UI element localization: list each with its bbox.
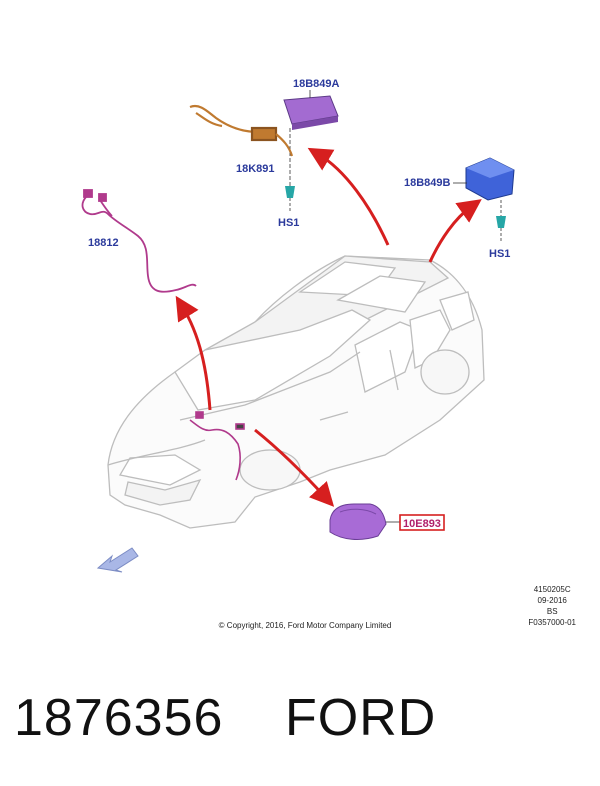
cable-on-car xyxy=(189,411,245,481)
label-18812: 18812 xyxy=(88,237,119,249)
brand-name: FORD xyxy=(285,689,437,747)
arrow-to-18812 xyxy=(175,295,212,411)
antenna-module-a[interactable]: 18B849A xyxy=(283,78,340,130)
arrow-to-10e893 xyxy=(254,428,335,507)
label-hs1-left: HS1 xyxy=(278,217,299,229)
label-18k891: 18K891 xyxy=(236,163,275,175)
hs1-screw-left[interactable]: HS1 xyxy=(278,186,299,229)
front-direction-arrow-icon xyxy=(96,547,139,573)
reference-block: 4150205C 09-2016 BS F0357000-01 xyxy=(528,584,576,628)
label-10e893: 10E893 xyxy=(403,518,441,530)
parts-diagram: 18B849A 18K891 HS1 18B849B HS1 18812 xyxy=(81,78,515,573)
wiring-harness-18k891[interactable]: 18K891 xyxy=(189,104,294,175)
hs1-screw-right[interactable]: HS1 xyxy=(489,216,510,260)
ref-market: BS xyxy=(546,607,558,616)
ref-date: 09-2016 xyxy=(537,596,567,605)
callout-arrows xyxy=(175,147,482,507)
label-18b849b: 18B849B xyxy=(404,177,451,189)
ref-figure: F0357000-01 xyxy=(528,618,576,627)
arrow-to-18b849a xyxy=(307,147,390,246)
part-number: 1876356 xyxy=(14,689,224,747)
label-hs1-right: HS1 xyxy=(489,248,510,260)
label-18b849a: 18B849A xyxy=(293,78,340,90)
car-body xyxy=(107,255,485,529)
arrow-to-18b849b xyxy=(428,199,482,263)
part-10e893[interactable]: 10E893 xyxy=(329,503,445,540)
cable-18812[interactable]: 18812 xyxy=(81,189,197,293)
antenna-module-b[interactable]: 18B849B xyxy=(404,157,515,201)
footer-caption: 1876356 FORD xyxy=(0,688,600,758)
ref-code: 4150205C xyxy=(533,585,571,594)
copyright-notice: © Copyright, 2016, Ford Motor Company Li… xyxy=(218,621,392,630)
